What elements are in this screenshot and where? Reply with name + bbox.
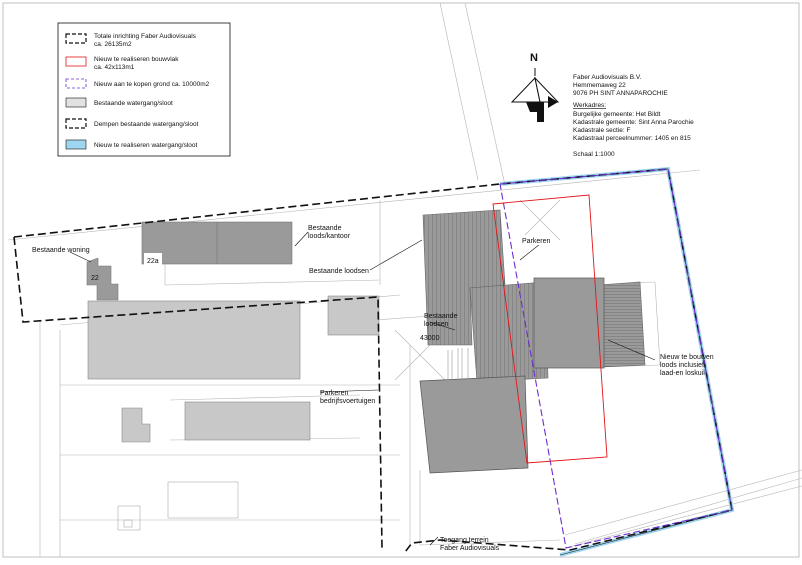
legend-item-2-line2: ca. 42x113m1 [94, 64, 135, 71]
loodsen-hatched-east [597, 281, 646, 368]
label-loodsen-top: Bestaande loodsen [309, 268, 369, 275]
info-line-3: Kadastrale sectie: F [573, 127, 630, 134]
label-loodsen-mid-2: loodsen [424, 321, 449, 328]
label-22a-bg [144, 253, 162, 265]
label-loodsen-mid-1: Bestaande [424, 313, 458, 320]
legend-swatch-total [65, 33, 87, 44]
legend-swatch-water-new [65, 139, 87, 150]
loodsen-hatched-middle [469, 281, 549, 383]
legend-frame [57, 22, 231, 157]
building-woning [86, 257, 119, 301]
label-house-number: 22 [91, 275, 99, 282]
legend-item-5: Dempen bestaande watergang/sloot [94, 121, 199, 128]
label-loods-kantoor-2: loods/kantoor [308, 233, 351, 240]
north-arrow-shaft [526, 102, 544, 122]
total-site-boundary [13, 168, 733, 553]
building-outline-2 [117, 505, 141, 531]
label-parkeren: Parkeren [522, 238, 551, 245]
north-arrow-tip [548, 96, 558, 108]
label-parkeren-bedrijf-2: bedrijfsvoertuigen [320, 398, 375, 405]
legend-item-6: Nieuw te realiseren watergang/sloot [94, 142, 198, 149]
building-light-1 [87, 300, 301, 380]
werkadres-heading: Werkadres: [573, 102, 606, 109]
company-street: Hemmemaweg 22 [573, 82, 626, 89]
legend-swatch-new-build [65, 56, 87, 67]
label-parkeren-bg [520, 235, 552, 245]
legend-swatch-water-existing [65, 97, 87, 108]
legend-item-4: Bestaande watergang/sloot [94, 100, 173, 107]
building-light-3 [184, 401, 311, 441]
label-toegang-1: Toegang terrein [440, 537, 489, 544]
legend-item-2-line1: Nieuw te realiseren bouwvlak [94, 56, 179, 63]
legend-item-3: Nieuw aan te kopen grond ca. 10000m2 [94, 81, 210, 88]
legend-swatch-new-ground [65, 78, 87, 89]
label-toegang-2: Faber Audiovisuals [440, 545, 500, 552]
title-block: Faber Audiovisuals B.V. Hemmemaweg 22 90… [573, 74, 694, 158]
new-build-area [492, 194, 608, 464]
building-light-2 [327, 295, 380, 336]
info-line-2: Kadastrale gemeente: Sint Anna Parochie [573, 119, 694, 126]
info-line-4: Kadastraal perceelnummer: 1405 en 815 [573, 135, 691, 142]
legend: Totale inrichting Faber Audiovisuals ca.… [57, 22, 231, 157]
label-nieuw-3: laad-en loskuil [660, 370, 705, 377]
new-loods-building [533, 277, 605, 369]
legend-swatch-water-fill [65, 118, 87, 129]
silo-lines [447, 348, 469, 380]
existing-large-building [419, 375, 529, 474]
label-parkeren-bedrijf-1: Parkeren [320, 390, 349, 397]
label-nieuw-2: loods inclusief [660, 362, 704, 369]
company-city: 9076 PH SINT ANNAPAROCHIE [573, 90, 668, 97]
north-arrow: N [510, 52, 560, 122]
label-building-number: 22a [147, 258, 159, 265]
total-site-boundary-west [13, 236, 383, 549]
page-frame [2, 2, 800, 558]
label-loods-kantoor-1: Bestaande [308, 225, 342, 232]
label-dimension: 43000 [420, 335, 440, 342]
legend-item-1-line1: Totale inrichting Faber Audiovisuals [94, 33, 197, 40]
label-nieuw-1: Nieuw te bouwen [660, 354, 714, 361]
company-name: Faber Audiovisuals B.V. [573, 74, 642, 81]
scale-label: Schaal 1:1000 [573, 151, 615, 158]
legend-item-1-line2: ca. 26135m2 [94, 41, 132, 48]
info-line-1: Burgelijke gemeente: Het Bildt [573, 111, 661, 118]
new-ground-boundary [499, 168, 733, 549]
building-outline-1 [167, 481, 239, 519]
north-label: N [530, 52, 538, 64]
building-outline-3 [123, 519, 133, 528]
building-light-4 [121, 407, 151, 443]
label-woning: Bestaande woning [32, 247, 90, 254]
